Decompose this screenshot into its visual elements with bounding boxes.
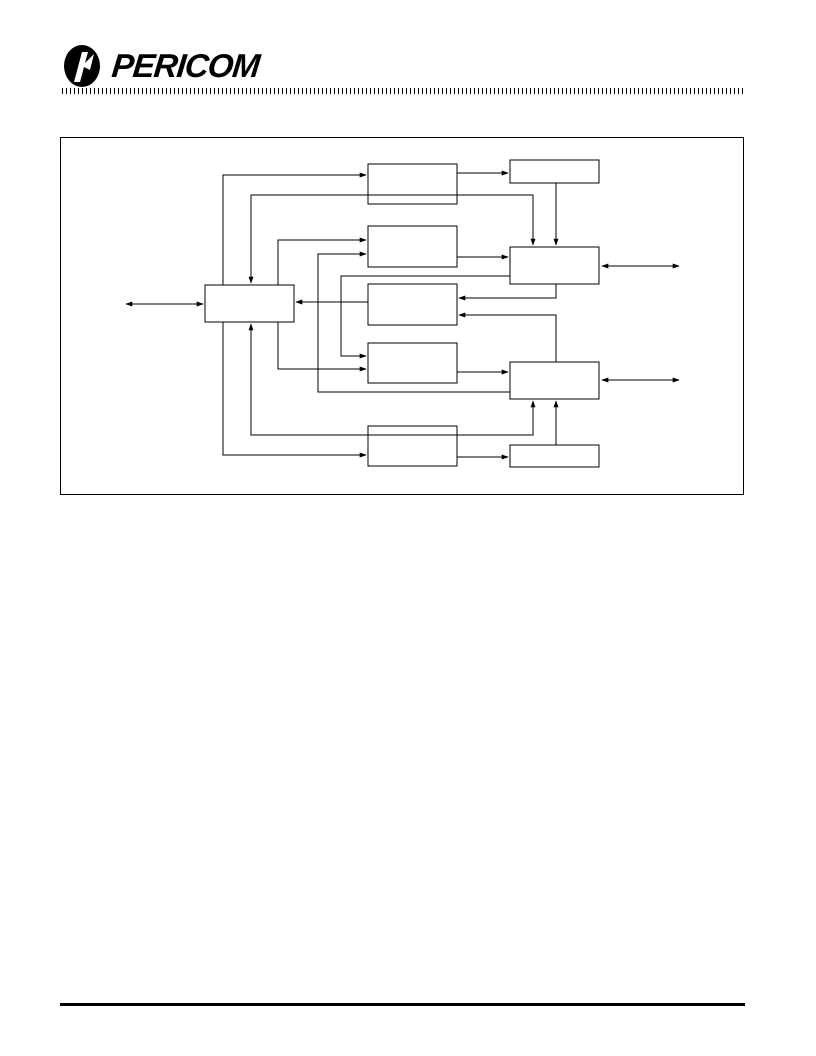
arrow-port-b-to-block2 (317, 251, 510, 393)
block-middle-1 (367, 163, 458, 205)
block-bottom-right (509, 444, 600, 468)
block-port-b (509, 361, 600, 400)
block-middle-4 (367, 342, 458, 384)
block-diagram-frame (60, 137, 744, 495)
arrow-port-b-to-block3 (458, 312, 557, 362)
block-middle-2 (367, 225, 458, 268)
block-host-controller (204, 284, 295, 323)
block-middle-5 (367, 425, 458, 467)
arrow-host-to-block2 (277, 237, 367, 285)
pericom-logo-icon (64, 45, 100, 87)
company-logo: PERICOM (60, 40, 300, 90)
arrow-block5-to-port-b (457, 400, 536, 436)
footer-rule (60, 1003, 745, 1006)
block-top-right (509, 159, 600, 184)
block-middle-3 (367, 283, 458, 326)
header-dotted-rule (62, 88, 746, 94)
arrow-port-a-to-block3 (458, 284, 557, 301)
arrow-block1-to-port-a (457, 194, 536, 246)
block-port-a (509, 246, 600, 285)
arrow-host-to-block1 (222, 172, 367, 285)
arrow-block1-to-host (248, 194, 457, 284)
arrow-host-to-block4 (277, 322, 367, 372)
arrow-block5-to-host (248, 323, 457, 436)
arrow-port-a-to-block4 (340, 275, 510, 359)
arrow-host-to-block5 (222, 322, 367, 458)
